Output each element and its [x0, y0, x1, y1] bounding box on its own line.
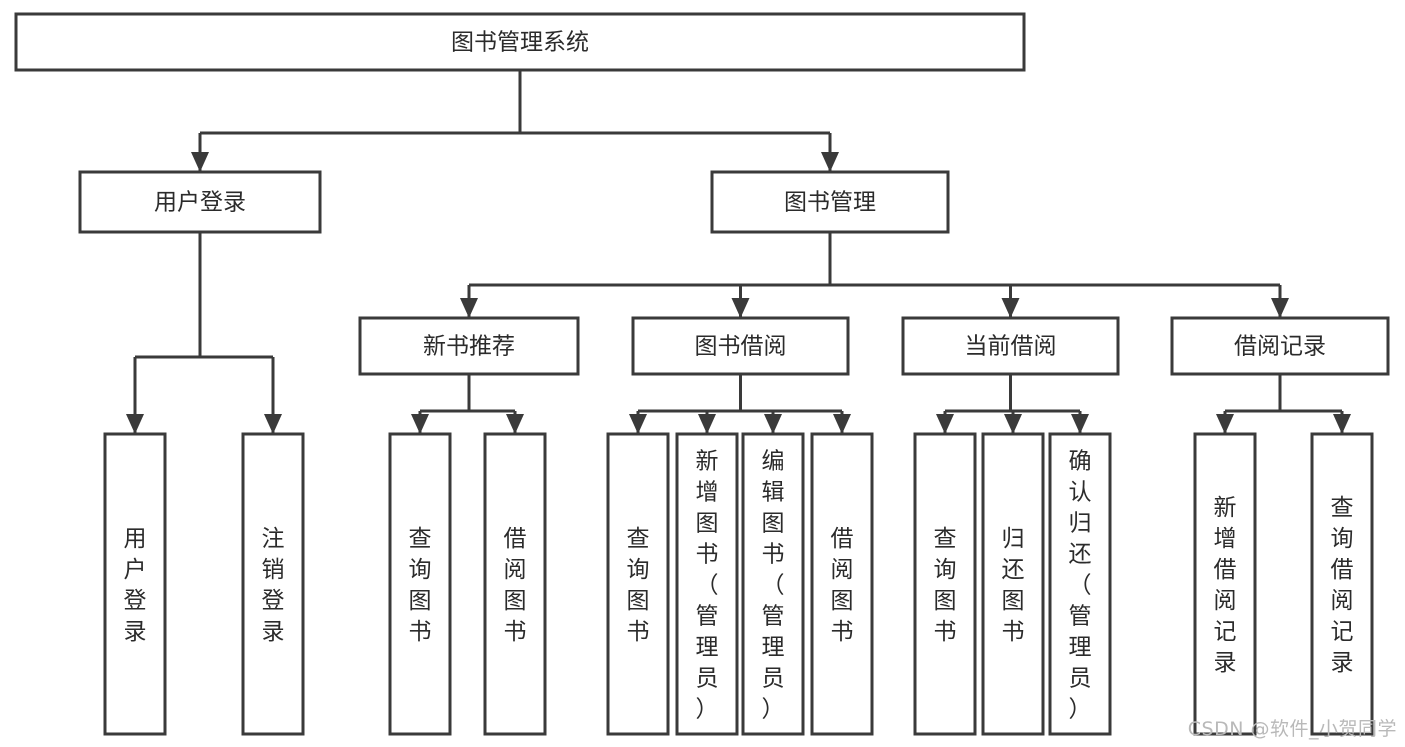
node-label: 当前借阅	[965, 334, 1057, 360]
connector-group-book-manage	[460, 232, 1289, 318]
node-box	[1310, 432, 1374, 736]
node-box	[1048, 432, 1112, 736]
arrow-head-icon	[833, 414, 851, 434]
arrow-head-icon	[731, 298, 750, 318]
arrow-head-icon	[764, 414, 782, 434]
connector-group-root	[191, 70, 839, 172]
node-leaf-add-book-admin[interactable]: 新增图书（管理员）	[675, 432, 739, 736]
arrow-head-icon	[1271, 298, 1289, 318]
arrow-head-icon	[264, 414, 282, 434]
node-label: 查询图书	[409, 526, 432, 645]
node-box	[710, 170, 950, 234]
node-box	[810, 432, 874, 736]
node-leaf-borrow-book-2[interactable]: 借阅图书	[810, 432, 874, 736]
node-label: 新增图书（管理员）	[696, 449, 719, 723]
node-label: 图书借阅	[695, 334, 787, 360]
node-label: 查询图书	[627, 526, 650, 645]
node-leaf-add-borrow-record[interactable]: 新增借阅记录	[1193, 432, 1257, 736]
node-root[interactable]: 图书管理系统	[14, 12, 1026, 72]
node-box	[631, 316, 850, 376]
node-user-login[interactable]: 用户登录	[78, 170, 322, 234]
node-book-manage[interactable]: 图书管理	[710, 170, 950, 234]
arrow-head-icon	[411, 414, 429, 434]
node-box	[78, 170, 322, 234]
node-label: 借阅图书	[504, 526, 527, 645]
node-box	[1170, 316, 1390, 376]
arrow-head-icon	[460, 298, 478, 318]
node-new-book-recommend[interactable]: 新书推荐	[358, 316, 580, 376]
node-label: 用户登录	[154, 190, 246, 216]
arrow-head-icon	[191, 152, 209, 172]
node-label: 归还图书	[1002, 526, 1025, 645]
connector-group-current-borrow	[936, 374, 1089, 434]
node-box	[14, 12, 1026, 72]
node-box	[388, 432, 452, 736]
arrow-head-icon	[936, 414, 954, 434]
node-leaf-logout-login[interactable]: 注销登录	[241, 432, 305, 736]
node-box	[741, 432, 805, 736]
node-box	[901, 316, 1120, 376]
arrow-head-icon	[821, 152, 839, 172]
node-leaf-query-book-3[interactable]: 查询图书	[913, 432, 977, 736]
node-label: 新增借阅记录	[1214, 495, 1237, 676]
node-leaf-return-book[interactable]: 归还图书	[981, 432, 1045, 736]
node-label: 注销登录	[262, 526, 285, 645]
node-borrow-record[interactable]: 借阅记录	[1170, 316, 1390, 376]
node-leaf-query-borrow-record[interactable]: 查询借阅记录	[1310, 432, 1374, 736]
node-label: 借阅记录	[1234, 334, 1326, 360]
node-leaf-edit-book-admin[interactable]: 编辑图书（管理员）	[741, 432, 805, 736]
node-label: 新书推荐	[423, 334, 515, 360]
node-box	[675, 432, 739, 736]
arrow-head-icon	[1071, 414, 1089, 434]
connector-layer	[126, 70, 1351, 434]
arrow-head-icon	[1333, 414, 1351, 434]
node-current-borrow[interactable]: 当前借阅	[901, 316, 1120, 376]
node-box	[103, 432, 167, 736]
arrow-head-icon	[126, 414, 144, 434]
node-label: 用户登录	[124, 526, 147, 645]
node-leaf-query-book-2[interactable]: 查询图书	[606, 432, 670, 736]
node-leaf-query-book-1[interactable]: 查询图书	[388, 432, 452, 736]
node-box	[913, 432, 977, 736]
node-box	[483, 432, 547, 736]
arrow-head-icon	[1004, 414, 1022, 434]
arrow-head-icon	[1001, 298, 1020, 318]
node-box	[1193, 432, 1257, 736]
node-leaf-user-login[interactable]: 用户登录	[103, 432, 167, 736]
node-label: 编辑图书（管理员）	[762, 449, 785, 723]
connector-group-new-book-recommend	[411, 374, 524, 434]
node-box	[981, 432, 1045, 736]
arrow-head-icon	[1216, 414, 1234, 434]
arrow-head-icon	[506, 414, 524, 434]
node-leaf-confirm-return-admin[interactable]: 确认归还（管理员）	[1048, 432, 1112, 736]
node-label: 图书管理	[784, 190, 876, 216]
node-label: 确认归还（管理员）	[1069, 449, 1092, 723]
node-leaf-borrow-book-1[interactable]: 借阅图书	[483, 432, 547, 736]
node-layer: 图书管理系统用户登录图书管理新书推荐图书借阅当前借阅借阅记录用户登录注销登录查询…	[14, 12, 1390, 736]
node-box	[241, 432, 305, 736]
connector-group-user-login	[126, 232, 282, 434]
node-label: 查询图书	[934, 526, 957, 645]
connector-group-borrow-record	[1216, 374, 1351, 434]
arrow-head-icon	[629, 414, 647, 434]
node-label: 图书管理系统	[451, 30, 589, 56]
node-label: 借阅图书	[831, 526, 854, 645]
node-label: 查询借阅记录	[1331, 495, 1354, 676]
node-box	[606, 432, 670, 736]
node-box	[358, 316, 580, 376]
node-book-borrow[interactable]: 图书借阅	[631, 316, 850, 376]
connector-group-book-borrow	[629, 374, 851, 434]
arrow-head-icon	[698, 414, 716, 434]
